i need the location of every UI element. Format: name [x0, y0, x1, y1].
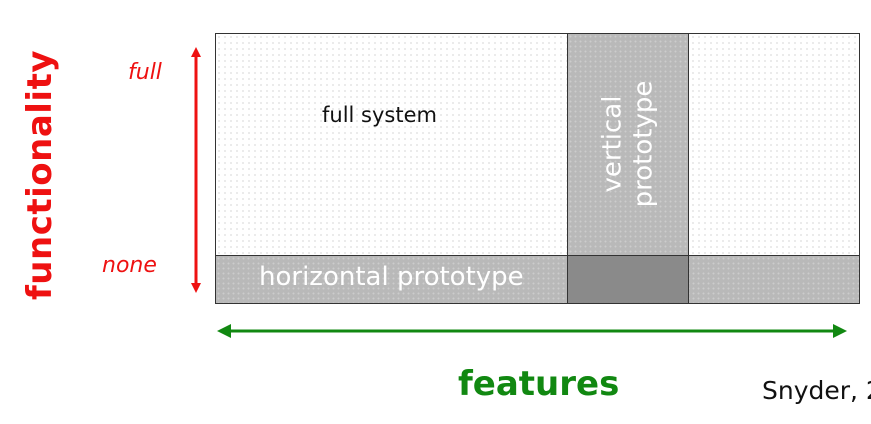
- y-axis-none-label: none: [102, 253, 157, 278]
- vertical-prototype-label: vertical prototype: [567, 33, 689, 255]
- horizontal-prototype-label: horizontal prototype: [259, 262, 524, 292]
- vertical-prototype-line1: vertical: [597, 95, 627, 193]
- full-system-region: [215, 33, 860, 304]
- horizontal-prototype-band: [215, 255, 860, 304]
- full-system-label: full system: [322, 103, 437, 127]
- y-axis-full-label: full: [128, 60, 162, 85]
- vertical-prototype-line2: prototype: [628, 80, 658, 208]
- y-axis-title-text: functionality: [20, 50, 60, 300]
- y-axis-title: functionality: [15, 50, 65, 300]
- x-axis-title: features: [458, 364, 620, 404]
- citation-credit: Snyder, 2: [762, 376, 871, 405]
- prototype-overlap: [567, 255, 689, 304]
